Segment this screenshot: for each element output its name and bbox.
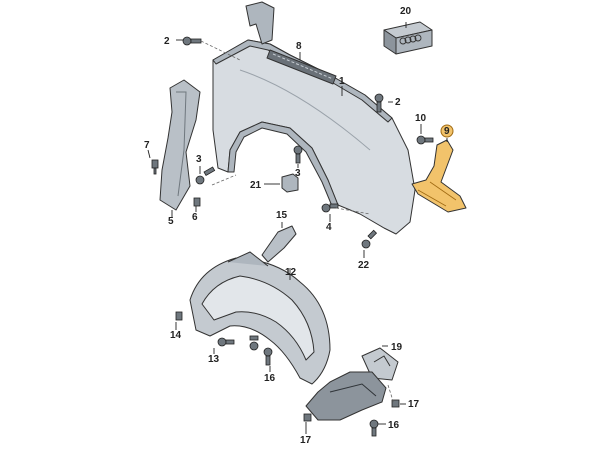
fender-mount-bracket: [245, 1, 275, 45]
clip-17a-icon: [391, 399, 400, 408]
fender-top-flange: [212, 39, 393, 123]
callout-8: 8: [296, 41, 302, 52]
callout-19: 19: [391, 342, 403, 353]
callout-9: 9: [444, 126, 450, 137]
callouts: 2 8 1 2 10 9 20 7 3 3 21 6 5 15 4 22 12 …: [144, 6, 454, 446]
clip-6-icon: [193, 197, 201, 207]
headlight-bracket-highlighted: [411, 139, 467, 213]
lower-duct: [305, 371, 387, 421]
callout-17a: 17: [408, 399, 420, 410]
screw-3b-icon: [293, 145, 303, 164]
bracket-arm: [411, 139, 467, 213]
callout-16b: 16: [388, 420, 400, 431]
liner-outer: [189, 257, 331, 385]
callout-9-highlight: 9: [440, 124, 454, 138]
callout-6: 6: [192, 212, 198, 223]
air-guide: [261, 225, 297, 263]
callout-3b: 3: [295, 168, 301, 179]
callout-2a: 2: [164, 36, 170, 47]
fender-crease-line: [239, 69, 371, 151]
callout-14: 14: [170, 330, 182, 341]
seal-strip: [266, 49, 337, 85]
fender-seal-strip: [159, 79, 201, 211]
callout-5: 5: [168, 216, 174, 227]
callout-10: 10: [415, 113, 427, 124]
bolt-10-icon: [416, 135, 434, 145]
screw-2b-icon: [374, 93, 384, 113]
callout-16a: 16: [264, 373, 276, 384]
assembly-guides: [200, 40, 395, 405]
clip-14-icon: [175, 311, 183, 321]
screw-4-icon: [321, 203, 339, 213]
four-rings-logo: [399, 34, 422, 45]
wheel-housing-liner: [189, 251, 331, 385]
callout-12: 12: [285, 267, 297, 278]
callout-1: 1: [339, 76, 345, 87]
emblem-badge: [383, 21, 433, 55]
clip-7-icon: [151, 159, 159, 175]
callout-17b: 17: [300, 435, 312, 446]
screw-2a-icon: [182, 36, 202, 46]
callout-22: 22: [358, 260, 370, 271]
callout-2b: 2: [395, 97, 401, 108]
screw-22-icon: [361, 229, 378, 249]
spacer-block: [281, 173, 299, 193]
screw-16a-icon: [263, 347, 273, 366]
screw-3a-icon: [195, 166, 216, 185]
leader-lines: [147, 22, 448, 434]
callout-3a: 3: [196, 154, 202, 165]
fasteners: [151, 36, 434, 437]
screw-13-icon: [217, 337, 235, 347]
callout-7: 7: [144, 140, 150, 151]
clip-17b-icon: [303, 413, 312, 422]
screw-16b-icon: [249, 335, 259, 351]
callout-13: 13: [208, 354, 220, 365]
liner-inner: [201, 275, 315, 361]
callout-4: 4: [326, 222, 332, 233]
callout-21: 21: [250, 180, 262, 191]
screw-16c-icon: [369, 419, 379, 437]
callout-20: 20: [400, 6, 412, 17]
callout-15: 15: [276, 210, 288, 221]
